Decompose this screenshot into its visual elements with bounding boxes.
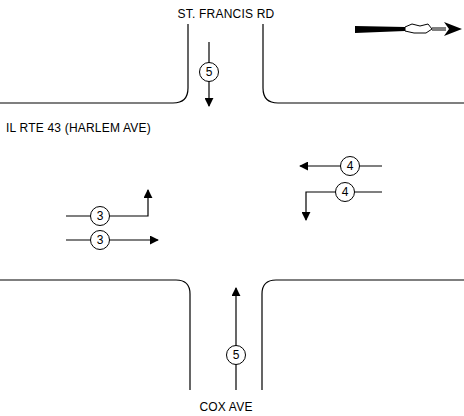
callout-number: 3 — [97, 234, 104, 246]
street-name-holder: IL RTE 43 (HARLEM AVE) — [6, 118, 151, 136]
street-name-holder: COX AVE — [199, 397, 252, 415]
callout-circle: 4 — [335, 182, 355, 202]
callout-circle: 4 — [340, 156, 360, 176]
curb-line — [0, 24, 188, 103]
movement-arrow — [235, 288, 236, 390]
movement-arrow — [66, 239, 158, 240]
curb-line — [263, 24, 464, 103]
movement-arrows — [66, 42, 382, 390]
callout-number: 5 — [206, 66, 213, 78]
callout-number: 5 — [233, 349, 240, 361]
north-arrow-shaft — [432, 28, 446, 30]
callout-circle: 5 — [226, 345, 246, 365]
road-curbs — [0, 24, 464, 390]
north-arrow-head — [444, 22, 462, 36]
north-arrow-tail — [355, 26, 405, 33]
street-name: COX AVE — [199, 400, 252, 414]
street-name: IL RTE 43 (HARLEM AVE) — [6, 121, 151, 135]
curb-line — [0, 280, 190, 390]
street-name: ST. FRANCIS RD — [178, 7, 275, 21]
callout-number: 4 — [342, 186, 349, 198]
callout-circle: 3 — [90, 230, 110, 250]
street-name-holder: ST. FRANCIS RD — [178, 4, 275, 22]
callout-number: 3 — [97, 210, 104, 222]
curb-line — [262, 280, 464, 390]
callout-circle: 3 — [90, 206, 110, 226]
north-arrow — [355, 22, 462, 36]
callout-circle: 5 — [199, 62, 219, 82]
north-arrow-body — [405, 24, 432, 33]
callout-number: 4 — [347, 160, 354, 172]
